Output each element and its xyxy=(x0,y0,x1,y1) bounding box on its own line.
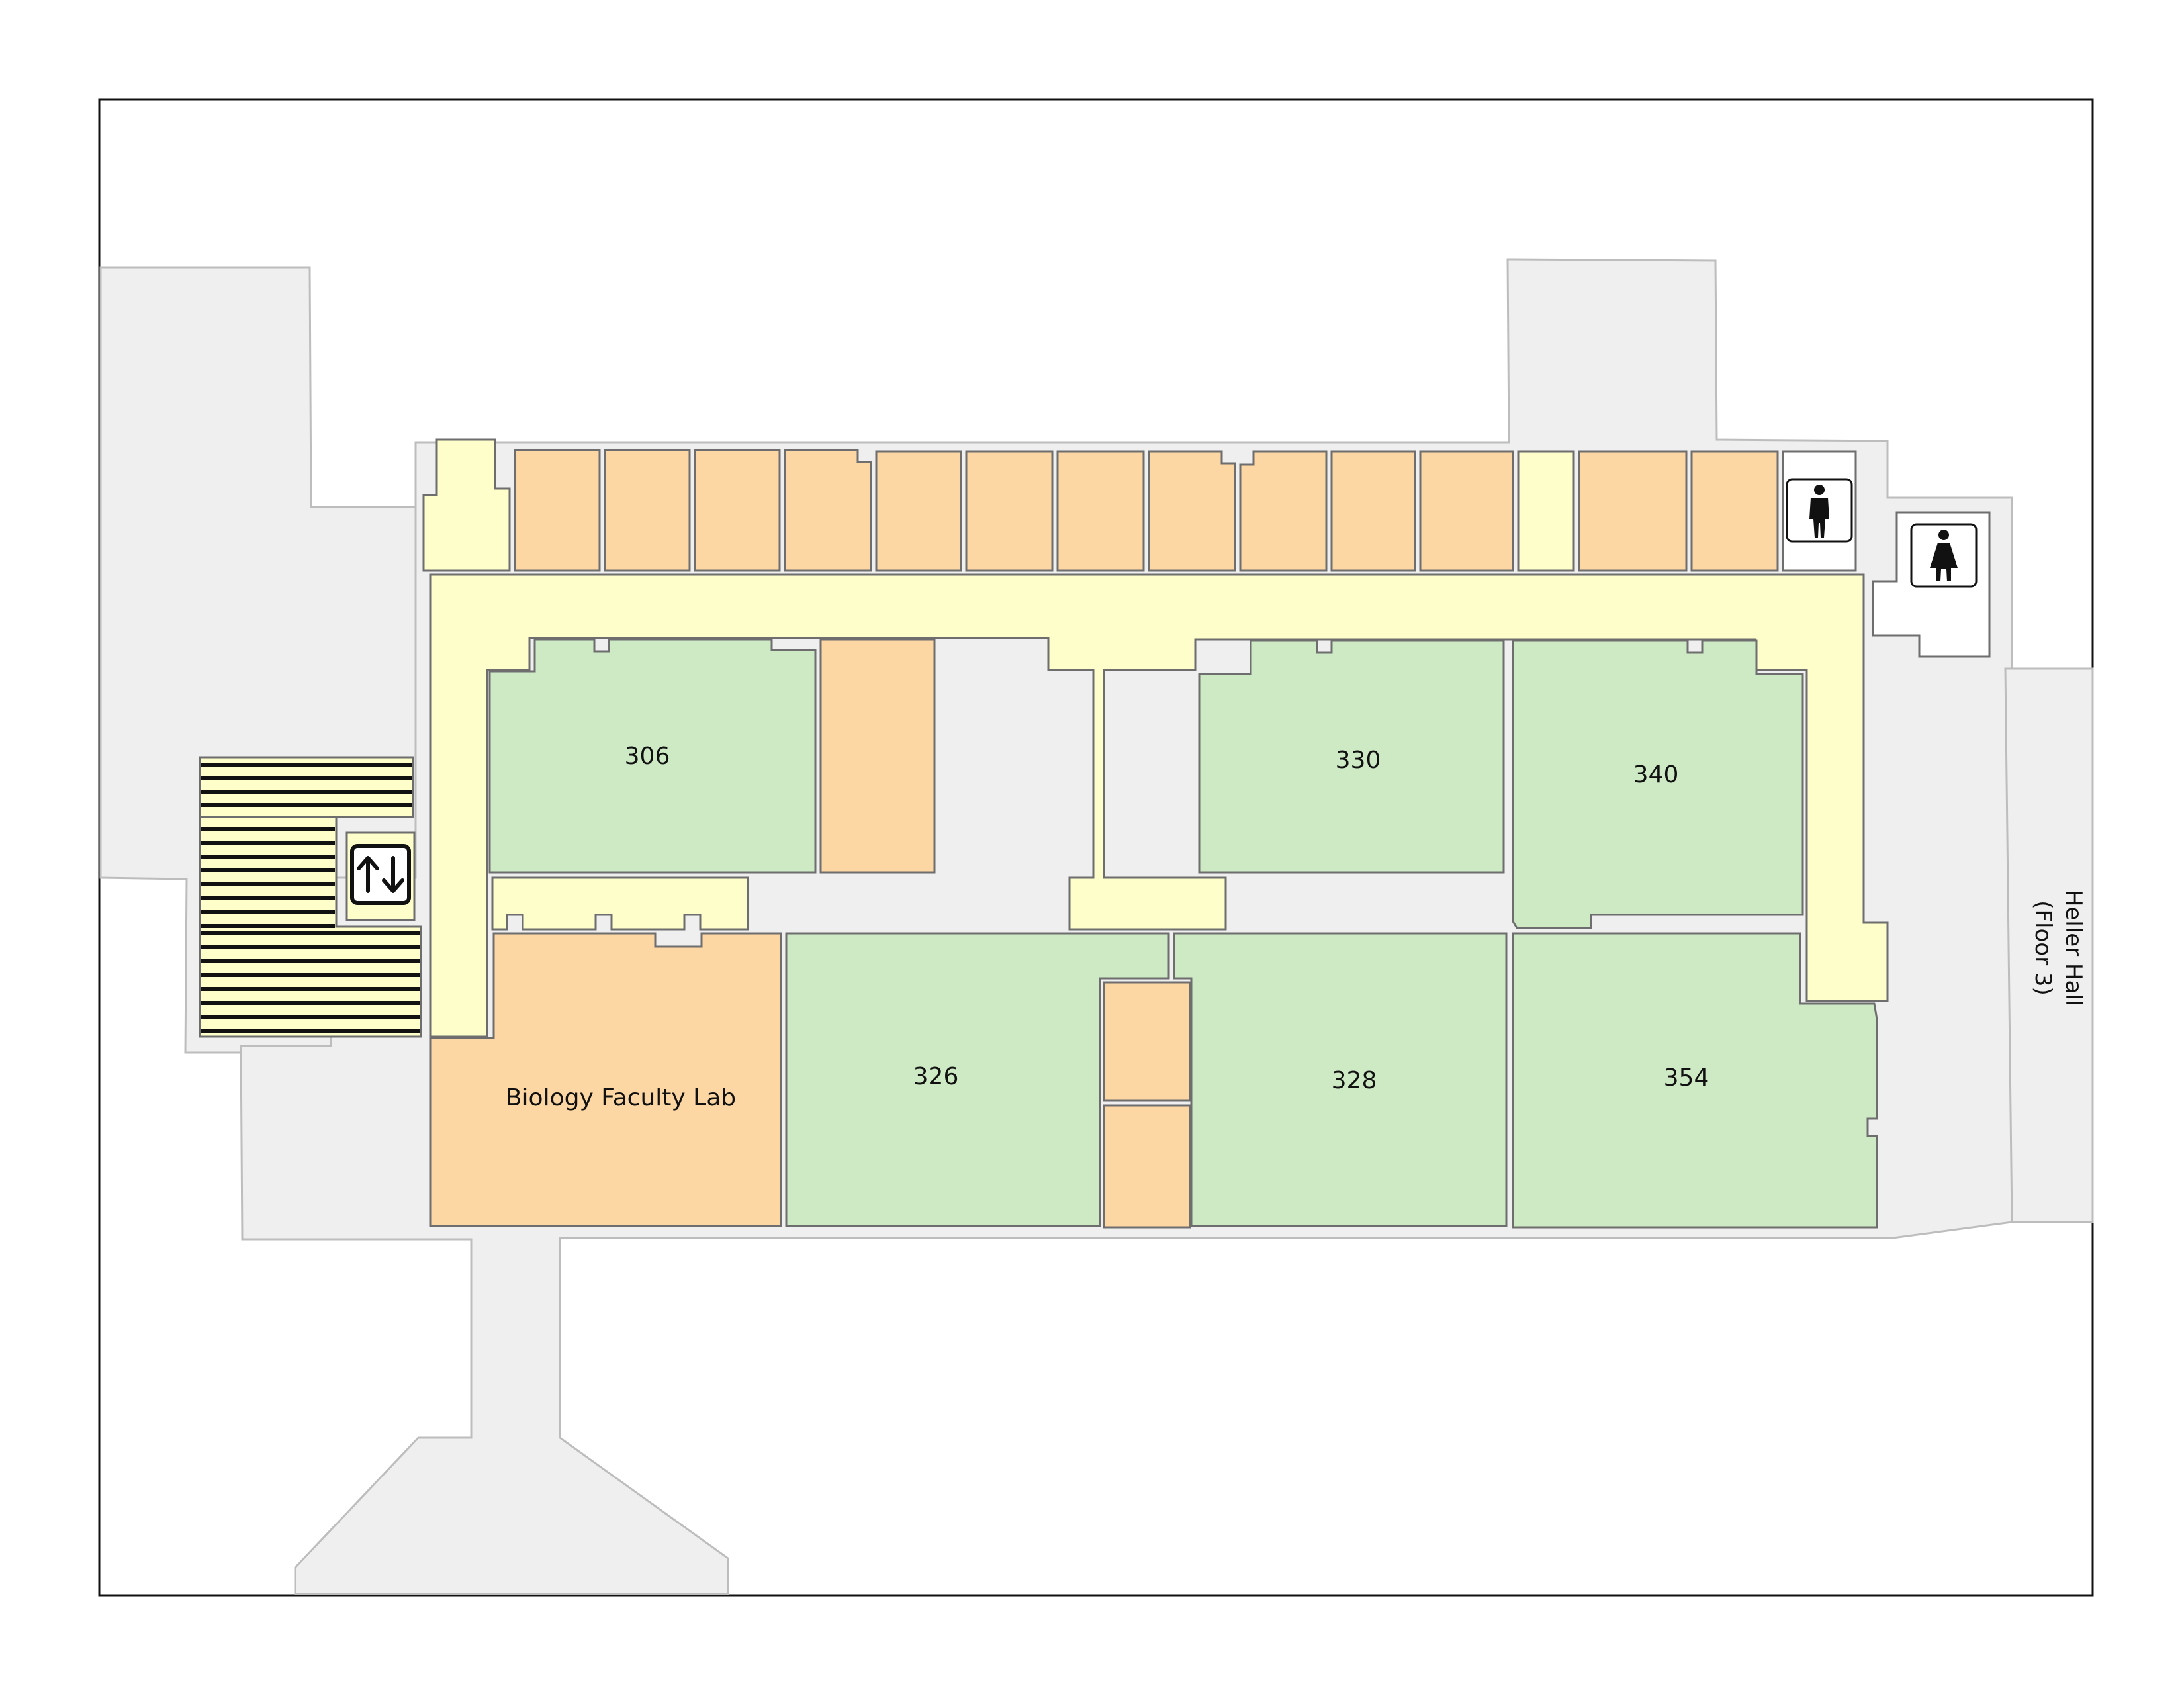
corridor-northwest-stair xyxy=(422,438,511,572)
lab-328 xyxy=(1173,932,1508,1227)
north-office-row xyxy=(514,449,1779,572)
room-labels: 306 330 340 326 328 354 Biology Faculty … xyxy=(506,743,1709,1111)
office-n2 xyxy=(604,449,691,572)
office-n5 xyxy=(875,450,962,572)
site-heller-hall-connector xyxy=(2004,667,2094,1223)
office-n12 xyxy=(1578,450,1688,572)
office-center-south-upper xyxy=(1103,981,1191,1102)
lab-326 xyxy=(785,932,1170,1227)
lab-340 xyxy=(1512,639,1804,929)
office-n3 xyxy=(694,449,781,572)
room-label-340: 340 xyxy=(1633,761,1679,788)
room-label-326: 326 xyxy=(913,1063,959,1090)
corridor-main xyxy=(429,573,1889,1038)
office-center-north xyxy=(819,638,936,874)
west-staircase xyxy=(199,756,422,1038)
stair-treads xyxy=(201,763,420,1033)
lab-306 xyxy=(488,638,817,874)
lab-330 xyxy=(1198,639,1505,874)
room-label-330: 330 xyxy=(1336,747,1381,774)
room-label-328: 328 xyxy=(1332,1067,1377,1094)
room-label-biology-faculty-lab: Biology Faculty Lab xyxy=(506,1084,736,1111)
labs xyxy=(488,638,1878,1229)
corridor-north-closet xyxy=(1517,450,1575,572)
room-label-354: 354 xyxy=(1664,1064,1709,1092)
other-offices xyxy=(429,638,1191,1229)
office-n4 xyxy=(784,449,872,572)
office-n13 xyxy=(1690,450,1779,572)
office-n9 xyxy=(1239,450,1328,572)
elevator-icon xyxy=(350,844,411,905)
restrooms xyxy=(1782,450,1991,658)
office-n7 xyxy=(1056,450,1145,572)
office-n1 xyxy=(514,449,601,572)
office-n6 xyxy=(965,450,1054,572)
heller-hall-label: Heller Hall (Floor 3) xyxy=(2030,890,2087,1006)
heller-hall-line1: Heller Hall xyxy=(2060,890,2087,1006)
mens-restroom-icon xyxy=(1786,478,1853,543)
lab-354 xyxy=(1512,932,1878,1229)
room-label-306: 306 xyxy=(625,743,670,770)
office-n11 xyxy=(1419,450,1514,572)
heller-hall-line2: (Floor 3) xyxy=(2030,900,2056,996)
office-center-south-lower xyxy=(1103,1104,1191,1229)
office-n10 xyxy=(1330,450,1416,572)
womens-restroom-icon xyxy=(1910,523,1978,588)
corridor-south-alcove xyxy=(491,876,749,931)
biology-faculty-lab xyxy=(429,932,782,1227)
office-n8 xyxy=(1148,450,1236,572)
